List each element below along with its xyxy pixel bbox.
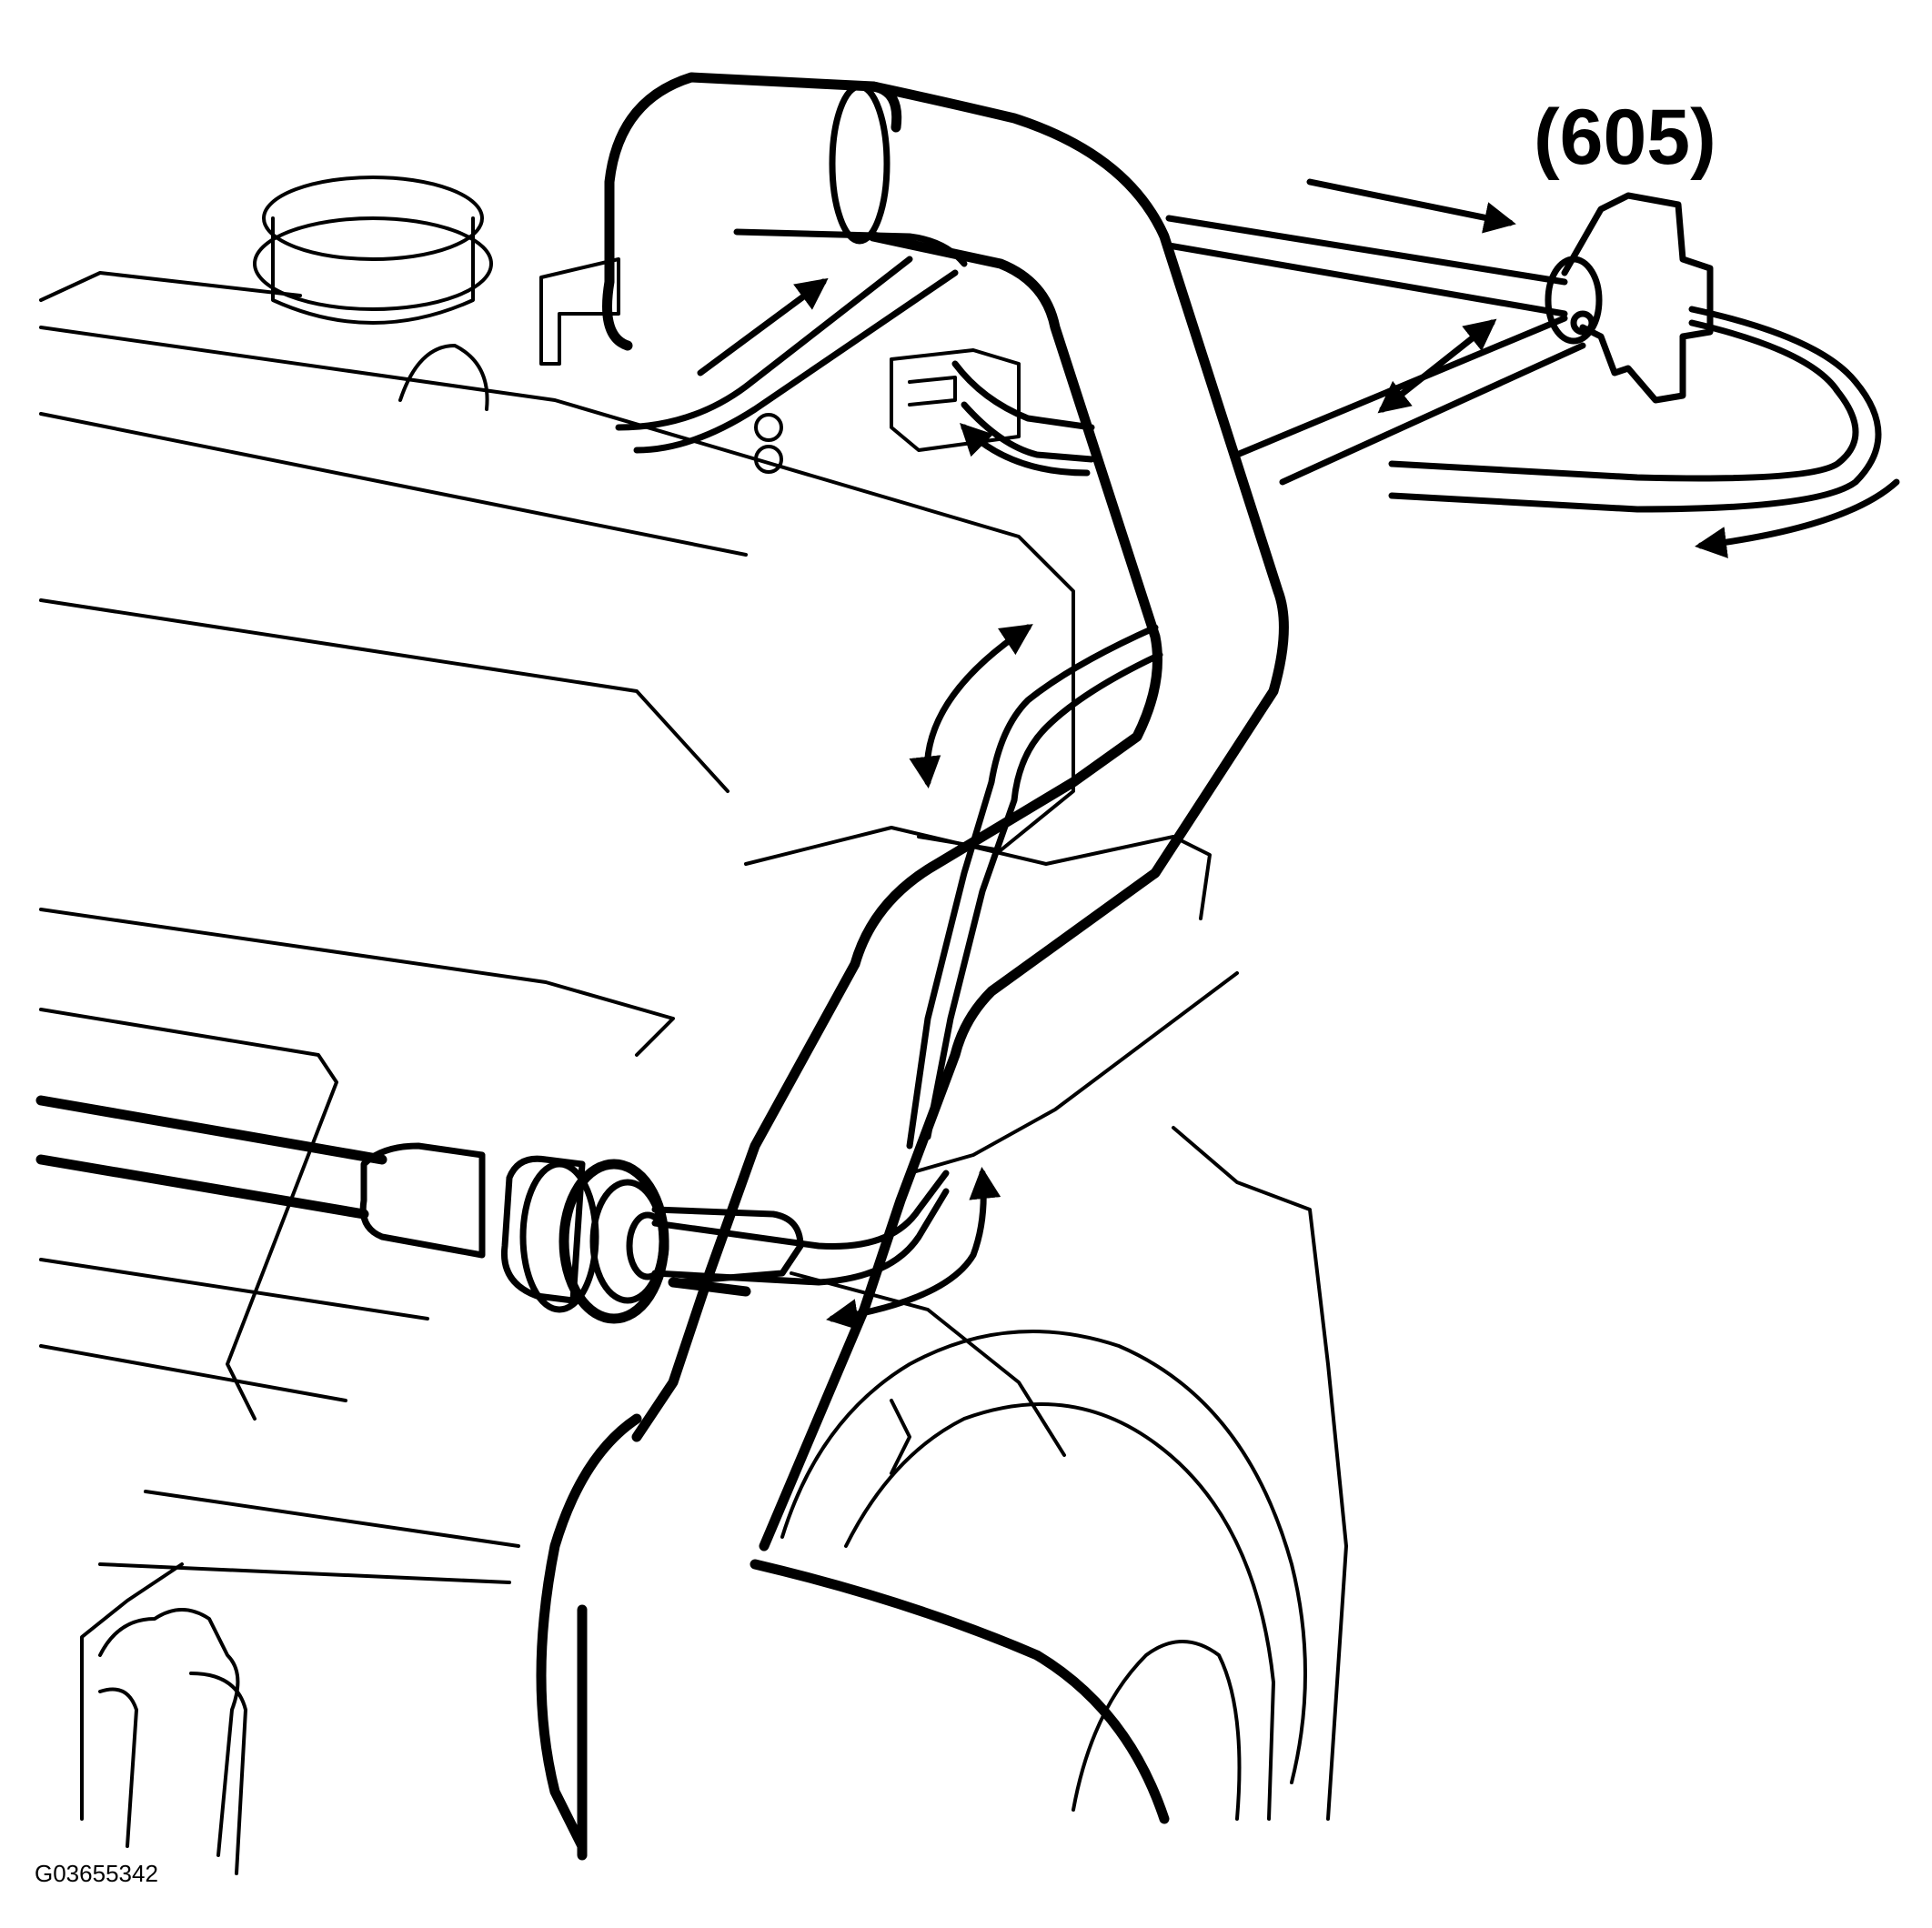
mounting-bracket: [539, 257, 1021, 474]
upper-pipe: [615, 228, 1095, 463]
engine-block: [39, 271, 1348, 1821]
right-pipes: [1165, 215, 1882, 513]
left-pipe-connector: [35, 1095, 950, 1324]
callout-605-label: (605): [1534, 94, 1716, 181]
lower-left-component: [98, 1608, 247, 1875]
oil-filler-cap: [253, 176, 493, 411]
figure-id-label: G03655342: [35, 1860, 158, 1887]
main-hose: [602, 72, 1289, 1551]
fitting-605: [1545, 192, 1714, 404]
lower-hose: [536, 1413, 1170, 1861]
pulley: [780, 1330, 1307, 1821]
flow-arrows: [697, 178, 1900, 1331]
